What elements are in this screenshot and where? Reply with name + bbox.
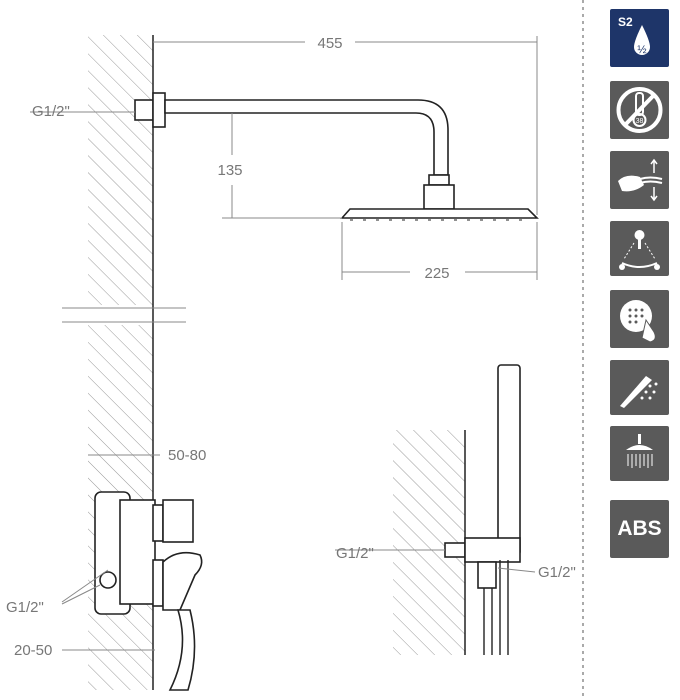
svg-text:S2: S2	[618, 15, 633, 29]
dimension-135: 135	[217, 113, 342, 219]
svg-text:G1/2": G1/2"	[6, 599, 44, 616]
dimension-50-80: 50-80	[88, 447, 206, 464]
hand-shower-icon	[610, 360, 669, 415]
s2-half-water-drop-icon: S2 ½	[610, 9, 669, 67]
svg-text:455: 455	[317, 35, 342, 52]
thread-label-hand-right: G1/2"	[497, 564, 576, 581]
svg-text:135: 135	[217, 162, 242, 179]
rain-shower-head-icon	[610, 426, 669, 481]
dimension-225: 225	[341, 222, 538, 282]
svg-text:20-50: 20-50	[14, 642, 52, 659]
no-thermostat-38-icon: 38	[610, 81, 669, 139]
hand-lever-up-down-icon	[610, 151, 669, 209]
concealed-mixer	[94, 491, 203, 691]
thread-label-hand-left: G1/2"	[335, 545, 445, 562]
svg-text:½: ½	[637, 44, 646, 56]
easy-clean-nozzles-icon	[610, 290, 669, 348]
svg-text:225: 225	[424, 265, 449, 282]
shower-arm	[134, 92, 539, 221]
abs-material-icon: ABS	[610, 500, 669, 558]
hand-shower-holder	[444, 364, 521, 655]
dimension-455: 455	[153, 35, 538, 215]
dimension-20-50: 20-50	[14, 642, 155, 659]
svg-text:38: 38	[636, 118, 644, 125]
wall-hatch-upper	[88, 35, 153, 305]
svg-text:G1/2": G1/2"	[538, 564, 576, 581]
thread-label-arm: G1/2"	[30, 103, 135, 120]
thread-label-mixer: G1/2"	[6, 569, 109, 616]
svg-text:50-80: 50-80	[168, 447, 206, 464]
svg-text:G1/2": G1/2"	[336, 545, 374, 562]
svg-text:G1/2": G1/2"	[32, 103, 70, 120]
temperature-adjust-spray-icon	[610, 221, 669, 276]
